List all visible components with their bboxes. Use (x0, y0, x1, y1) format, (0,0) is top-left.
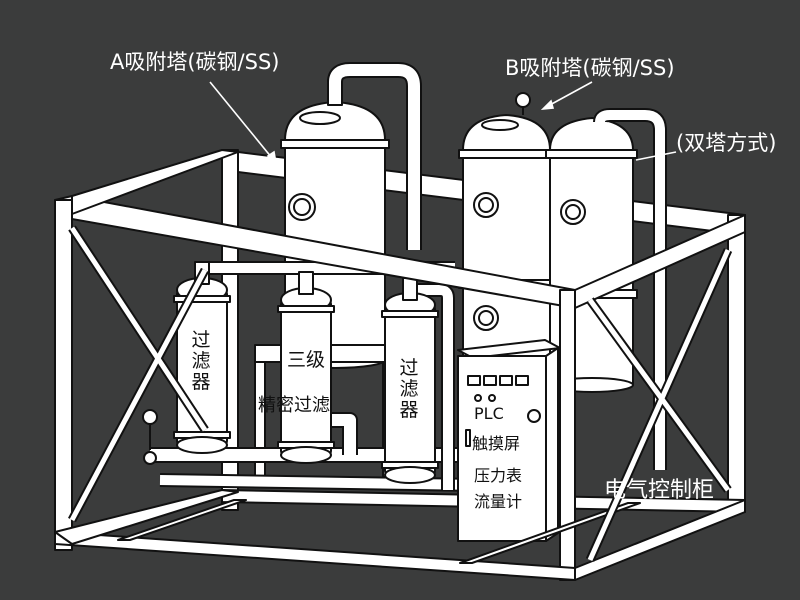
tower-b1 (458, 92, 555, 373)
label-twin-tower: (双塔方式) (676, 131, 777, 155)
tower-a (280, 62, 422, 369)
left-gauge (142, 409, 158, 465)
label-precision-line2: 精密过滤 (258, 395, 330, 416)
label-tower-a: A吸附塔(碳钢/SS) (110, 50, 280, 74)
label-filter-left: 过滤器 (191, 329, 211, 393)
cabinet-pressure-gauge: 压力表 (474, 466, 523, 485)
frame-front (54, 149, 746, 581)
label-precision-line1: 三级 (286, 349, 325, 371)
filter-right (381, 277, 439, 484)
label-cabinet: 电气控制柜 (604, 478, 715, 503)
filter-middle (277, 271, 335, 464)
label-filter-right: 过滤器 (399, 357, 419, 421)
cabinet-touch-screen: 触摸屏 (472, 434, 521, 453)
pointer-arrows (209, 81, 677, 166)
label-tower-b: B吸附塔(碳钢/SS) (505, 56, 675, 80)
cabinet-flow-meter: 流量计 (474, 492, 523, 511)
cabinet-plc: PLC (474, 404, 504, 423)
